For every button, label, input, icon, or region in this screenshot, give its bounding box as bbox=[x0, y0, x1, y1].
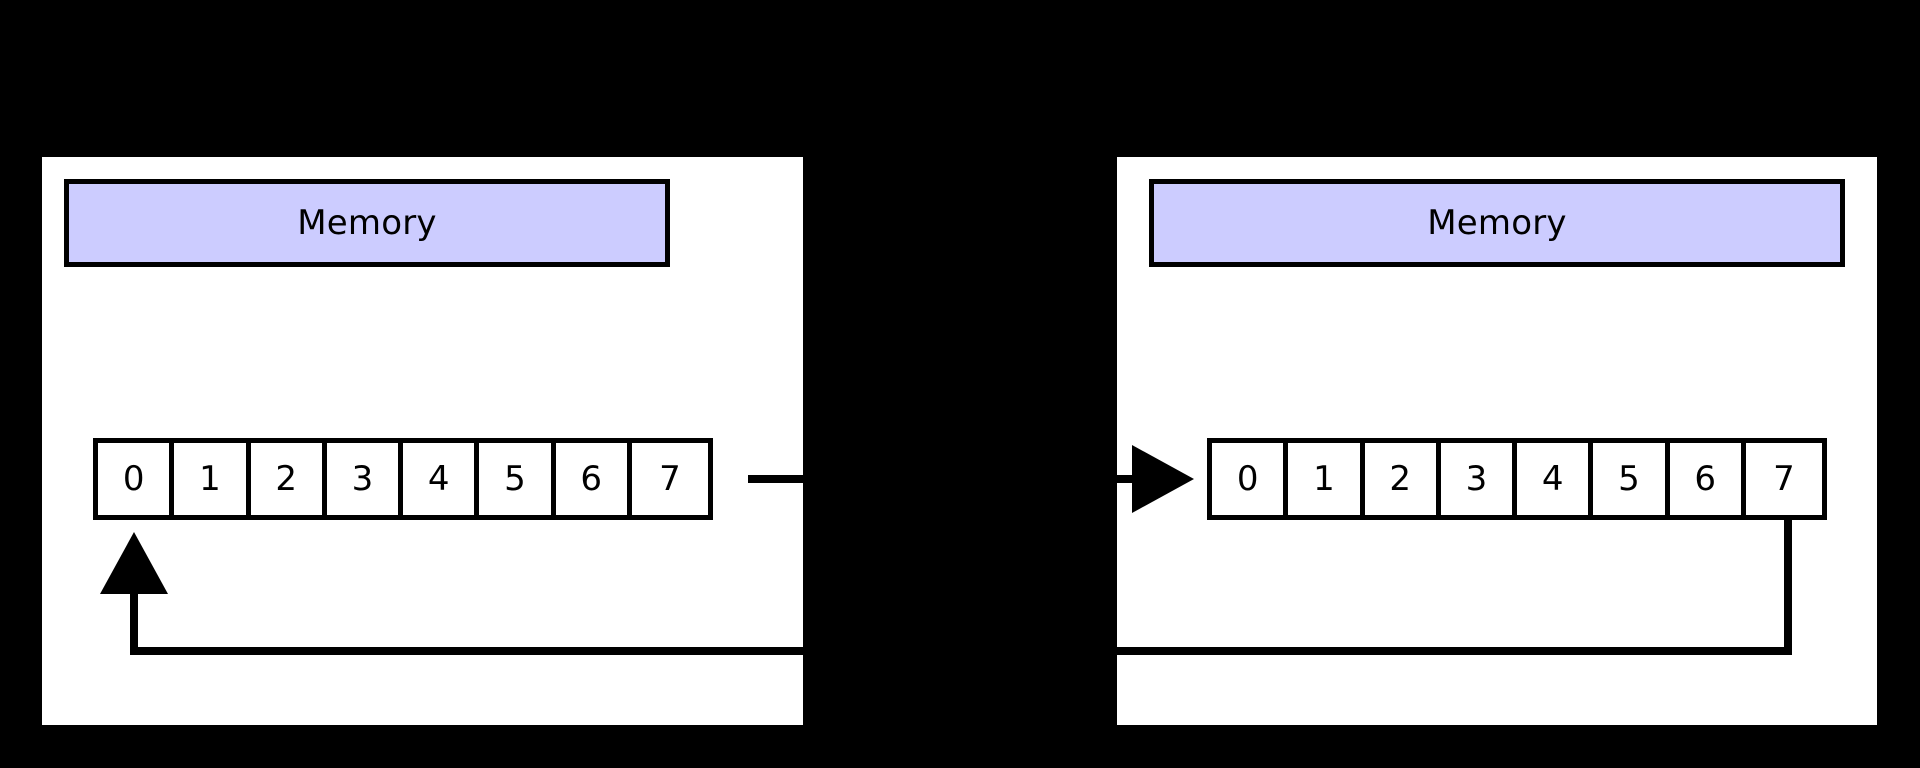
memory-cell[interactable]: 2 bbox=[250, 443, 327, 515]
memory-header-label-left: Memory bbox=[297, 203, 437, 243]
memory-cell-row-right: 0 1 2 3 4 5 6 7 bbox=[1207, 438, 1827, 520]
memory-cell[interactable]: 4 bbox=[1517, 443, 1594, 515]
memory-cell[interactable]: 3 bbox=[326, 443, 404, 515]
memory-cell[interactable]: 0 bbox=[1212, 443, 1289, 515]
memory-cell[interactable]: 0 bbox=[98, 443, 175, 515]
memory-cell[interactable]: 7 bbox=[1745, 443, 1823, 515]
memory-panel-right: Memory 0 1 2 3 4 5 6 7 bbox=[1117, 157, 1877, 725]
memory-cell[interactable]: 5 bbox=[1593, 443, 1670, 515]
feedback-drop-right bbox=[1784, 517, 1792, 655]
input-arrow-right bbox=[1132, 445, 1194, 513]
memory-cell[interactable]: 6 bbox=[555, 443, 632, 515]
feedback-wire-left bbox=[130, 647, 803, 655]
memory-cell[interactable]: 4 bbox=[403, 443, 480, 515]
memory-header-left: Memory bbox=[64, 179, 670, 267]
memory-header-right: Memory bbox=[1149, 179, 1845, 267]
memory-header-label-right: Memory bbox=[1427, 203, 1567, 243]
feedback-wire-right bbox=[1117, 647, 1792, 655]
memory-cell[interactable]: 3 bbox=[1440, 443, 1518, 515]
memory-cell[interactable]: 6 bbox=[1669, 443, 1746, 515]
memory-cell[interactable]: 5 bbox=[479, 443, 556, 515]
memory-cell[interactable]: 1 bbox=[1288, 443, 1365, 515]
write-back-arrow-up bbox=[100, 532, 168, 594]
memory-cell-row-left: 0 1 2 3 4 5 6 7 bbox=[93, 438, 713, 520]
memory-cell[interactable]: 1 bbox=[174, 443, 251, 515]
memory-cell[interactable]: 7 bbox=[631, 443, 709, 515]
write-back-arrow-shaft bbox=[130, 589, 138, 652]
output-stub-left bbox=[748, 475, 803, 483]
memory-panel-left: Memory 0 1 2 3 4 5 6 7 bbox=[42, 157, 803, 725]
memory-cell[interactable]: 2 bbox=[1364, 443, 1441, 515]
input-stub-right bbox=[1117, 475, 1139, 483]
